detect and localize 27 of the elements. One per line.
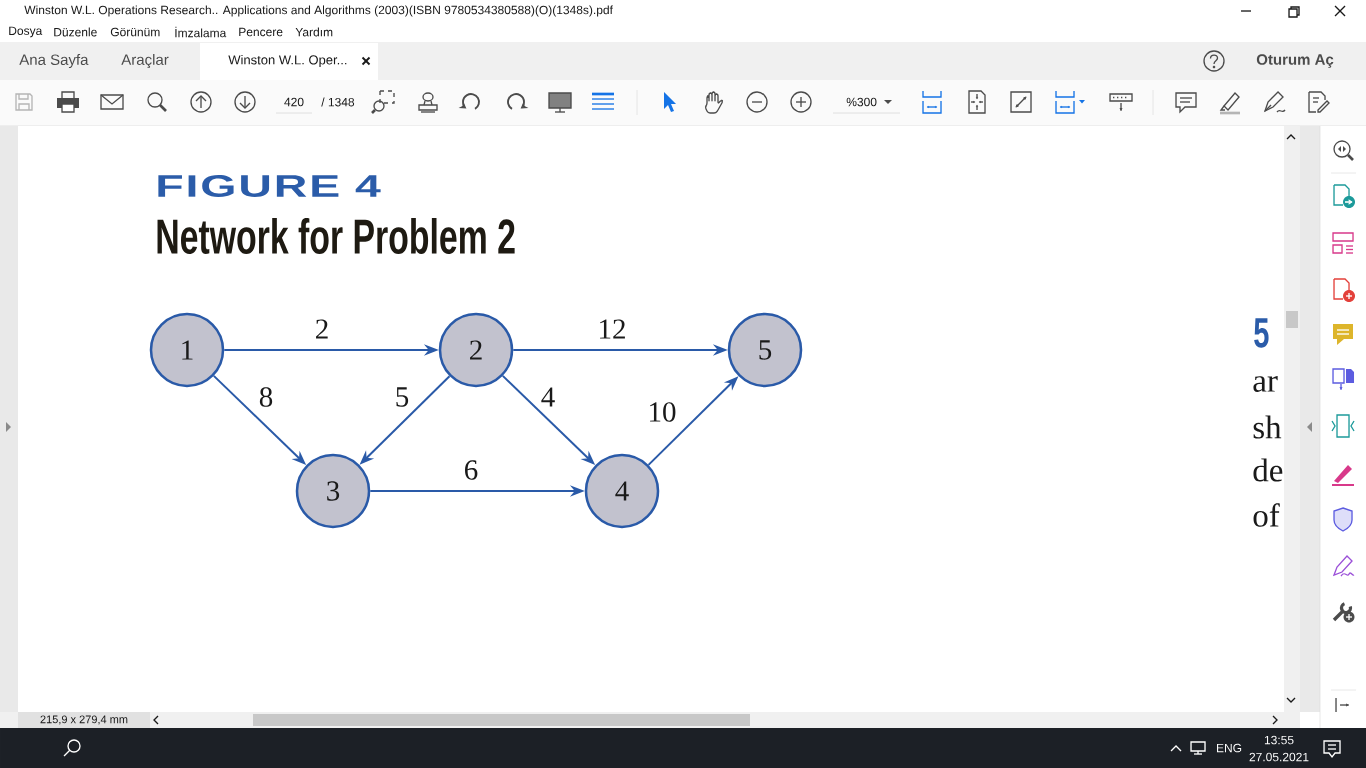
menu-item: Düzenle — [54, 27, 97, 37]
tab: Winston W.L. Oper... — [200, 43, 378, 80]
status-field: 215,9 x 279,4 mm — [18, 712, 150, 728]
menu-item: Pencere — [239, 27, 283, 37]
tab-label: Araçlar — [121, 53, 169, 69]
menu-item: Görünüm — [110, 27, 160, 37]
figure-number: FIGURE 4 — [158, 175, 381, 197]
clock-date: 27.05.2021 — [1249, 752, 1309, 762]
sign-in-label: Oturum Aç — [1256, 54, 1334, 68]
section-number: 5 — [1254, 318, 1269, 348]
edge-label: 10 — [645, 400, 679, 424]
zoom-field: %300 — [832, 97, 901, 114]
edge-label: 12 — [595, 317, 629, 341]
menu-item: İmzalama — [175, 26, 227, 38]
language-indicator: ENG — [1217, 743, 1242, 753]
menu-item: Yardım — [295, 27, 333, 37]
page-count: / 1348 — [321, 97, 355, 107]
menu-item: Dosya — [9, 26, 43, 38]
page-number-field: 420 — [275, 97, 313, 114]
body-text: ar — [1253, 376, 1278, 392]
body-text: of — [1253, 503, 1280, 527]
tab-label: Ana Sayfa — [19, 54, 89, 68]
figure-title: Network for Problem 2 — [157, 218, 515, 254]
body-text: sh — [1253, 415, 1282, 439]
body-text: de — [1253, 458, 1283, 482]
window-title: Winston W.L. Operations Research.. Applications and Algorithms (2003)(ISBN 9780534380588)(O)(1348s).pdf — [24, 5, 613, 17]
clock-time: 13:55 — [1264, 735, 1294, 745]
